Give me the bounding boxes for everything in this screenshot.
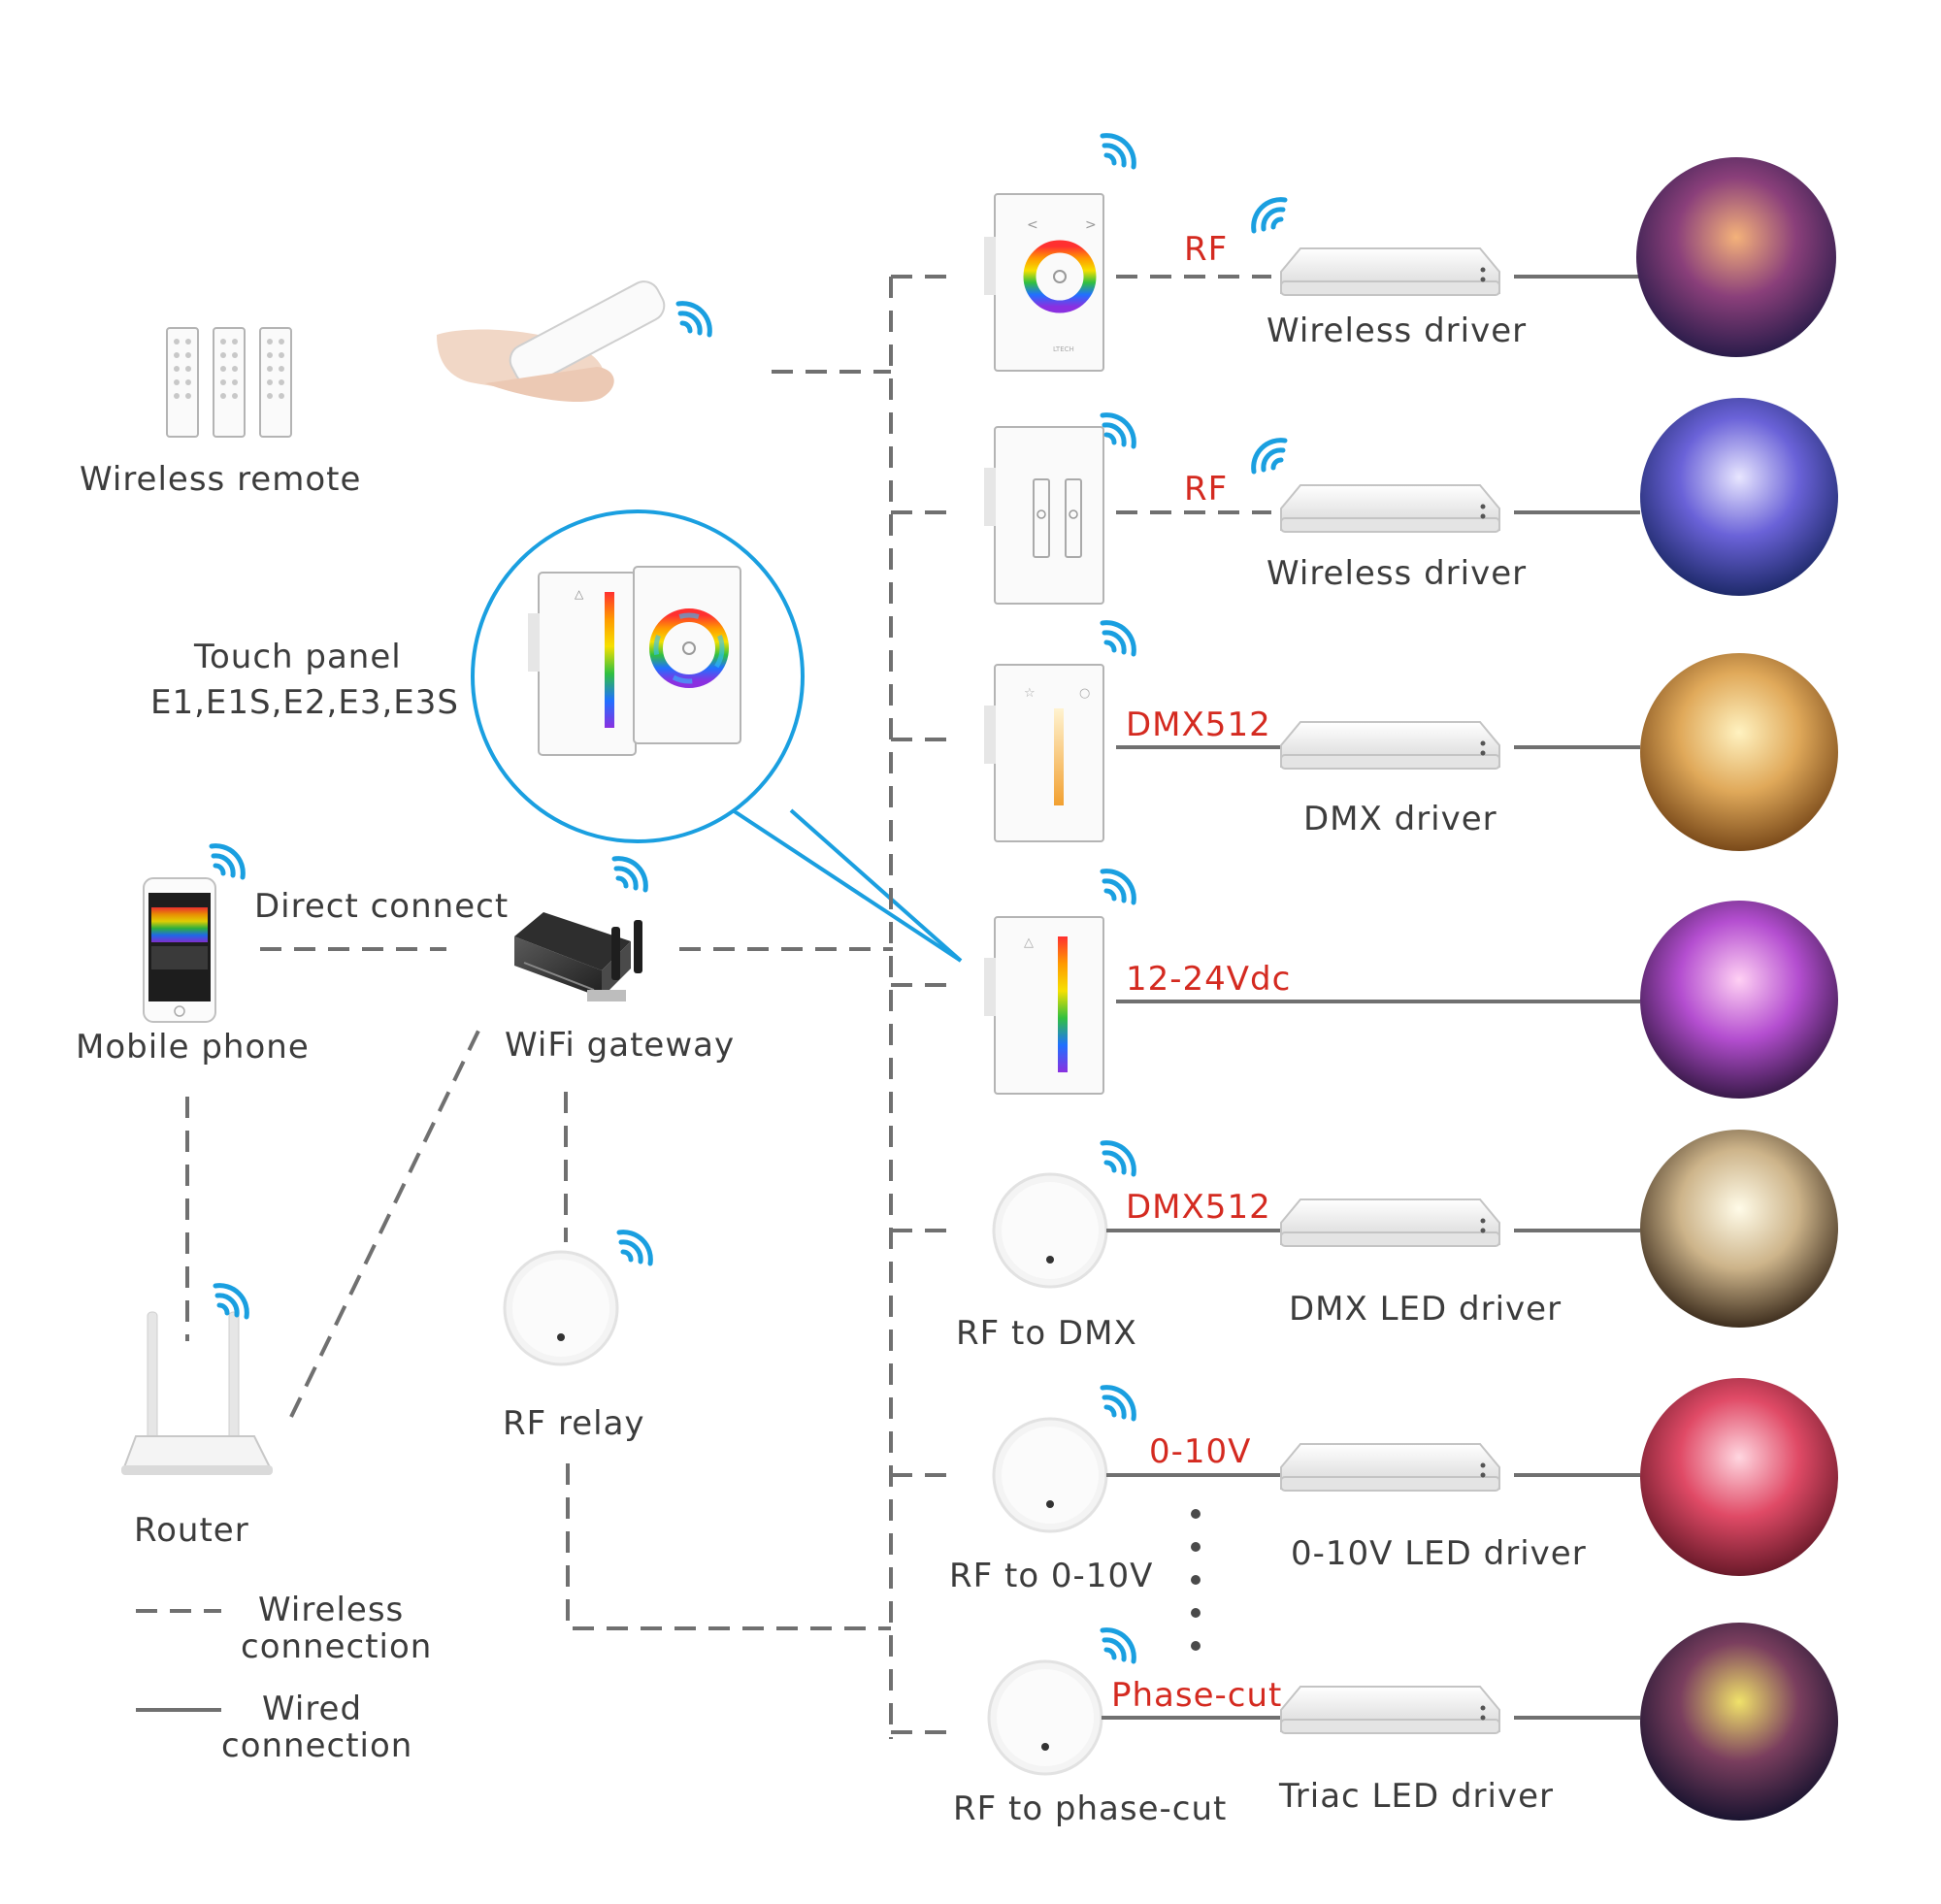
smartphone-icon bbox=[143, 877, 216, 1023]
row-4: △ 12-24Vdc bbox=[891, 871, 1838, 1099]
remote-wifi-icon bbox=[678, 304, 709, 335]
svg-text:<: < bbox=[1027, 217, 1038, 233]
router-gateway-line bbox=[289, 1026, 482, 1418]
scene-photo bbox=[1640, 1378, 1838, 1576]
receiver-label: RF to phase-cut bbox=[953, 1789, 1227, 1828]
gateway-icon bbox=[514, 912, 642, 1001]
row-5: DMX512 DMX LED driver RF to DMX bbox=[891, 1130, 1838, 1353]
driver-label: Wireless driver bbox=[1267, 554, 1527, 593]
led-driver-icon bbox=[1280, 1198, 1500, 1247]
led-driver-icon bbox=[1280, 484, 1500, 533]
led-driver-icon bbox=[1280, 721, 1500, 770]
svg-text:LTECH: LTECH bbox=[1053, 345, 1074, 353]
signal-label-phase-cut: Phase-cut bbox=[1111, 1676, 1282, 1715]
row-6: 0-10V 0-10V LED driver RF to 0-10V bbox=[891, 1378, 1838, 1595]
router-label: Router bbox=[134, 1511, 249, 1550]
driver-label: Triac LED driver bbox=[1278, 1777, 1554, 1816]
more-dots bbox=[1191, 1509, 1201, 1651]
driver-label: DMX LED driver bbox=[1289, 1290, 1562, 1329]
receiver-label: RF to 0-10V bbox=[949, 1557, 1153, 1595]
legend-wireless-label-2: connection bbox=[241, 1627, 432, 1666]
svg-text:△: △ bbox=[1024, 936, 1034, 950]
legend-wired-label-1: Wired bbox=[262, 1690, 362, 1728]
touch-panel-label: Touch panel bbox=[193, 638, 402, 676]
scene-photo bbox=[1640, 653, 1838, 851]
phone-wifi-icon bbox=[212, 846, 243, 877]
gateway-wifi-icon bbox=[614, 859, 645, 890]
led-driver-icon bbox=[1280, 247, 1500, 296]
row-2: RF Wireless driver bbox=[891, 398, 1838, 605]
wireless-remote-label: Wireless remote bbox=[80, 460, 361, 499]
touch-panel-models: E1,E1S,E2,E3,E3S bbox=[150, 683, 459, 722]
touch-panel-icon bbox=[984, 426, 1104, 605]
signal-label-dmx512: DMX512 bbox=[1126, 706, 1271, 744]
led-driver-icon bbox=[1280, 1686, 1500, 1734]
relay-icon bbox=[992, 1172, 1108, 1289]
signal-label-12-24vdc: 12-24Vdc bbox=[1126, 960, 1291, 999]
receiver-label: RF to DMX bbox=[956, 1314, 1137, 1353]
router-icon bbox=[121, 1311, 273, 1475]
row-3: ☆ ○ DMX512 DMX driver bbox=[891, 623, 1838, 851]
touch-panel-icon: △ bbox=[984, 916, 1104, 1095]
scene-photo bbox=[1640, 398, 1838, 596]
driver-label: Wireless driver bbox=[1267, 312, 1527, 350]
wifi-gateway-label: WiFi gateway bbox=[505, 1026, 735, 1065]
driver-label: DMX driver bbox=[1303, 800, 1497, 838]
signal-label-0-10v: 0-10V bbox=[1149, 1432, 1251, 1471]
scene-photo bbox=[1640, 901, 1838, 1099]
driver-label: 0-10V LED driver bbox=[1291, 1534, 1587, 1573]
row-1: < > LTECH RF Wireless driver bbox=[891, 136, 1836, 372]
legend-wireless-label-1: Wireless bbox=[258, 1591, 404, 1629]
scene-photo bbox=[1636, 157, 1836, 357]
direct-connect-label: Direct connect bbox=[254, 887, 509, 926]
led-driver-icon bbox=[1280, 1443, 1500, 1492]
scene-photo bbox=[1640, 1130, 1838, 1328]
legend-wired-label-2: connection bbox=[221, 1726, 412, 1765]
relay-bus-line bbox=[566, 1463, 891, 1630]
svg-text:☆: ☆ bbox=[1024, 686, 1036, 701]
row-7: Phase-cut Triac LED driver RF to phase-c… bbox=[891, 1623, 1838, 1828]
svg-text:>: > bbox=[1085, 217, 1097, 233]
remote-control-icon bbox=[437, 280, 666, 403]
relay-wifi-icon bbox=[619, 1232, 650, 1264]
signal-label-dmx512: DMX512 bbox=[1126, 1188, 1271, 1227]
rf-relay-label: RF relay bbox=[503, 1404, 645, 1443]
relay-icon bbox=[503, 1250, 619, 1366]
touch-panel-callout: △ bbox=[471, 509, 963, 963]
svg-text:○: ○ bbox=[1079, 686, 1090, 701]
relay-icon bbox=[987, 1659, 1103, 1776]
scene-photo bbox=[1640, 1623, 1838, 1821]
touch-panel-icon: ☆ ○ bbox=[984, 664, 1104, 842]
touch-panel-icon: < > LTECH bbox=[984, 193, 1104, 372]
svg-text:△: △ bbox=[575, 587, 584, 601]
signal-label-rf: RF bbox=[1184, 470, 1228, 509]
signal-label-rf: RF bbox=[1184, 230, 1228, 269]
mobile-phone-label: Mobile phone bbox=[76, 1028, 310, 1067]
wireless-remote-icon bbox=[166, 327, 292, 438]
relay-icon bbox=[992, 1417, 1108, 1533]
